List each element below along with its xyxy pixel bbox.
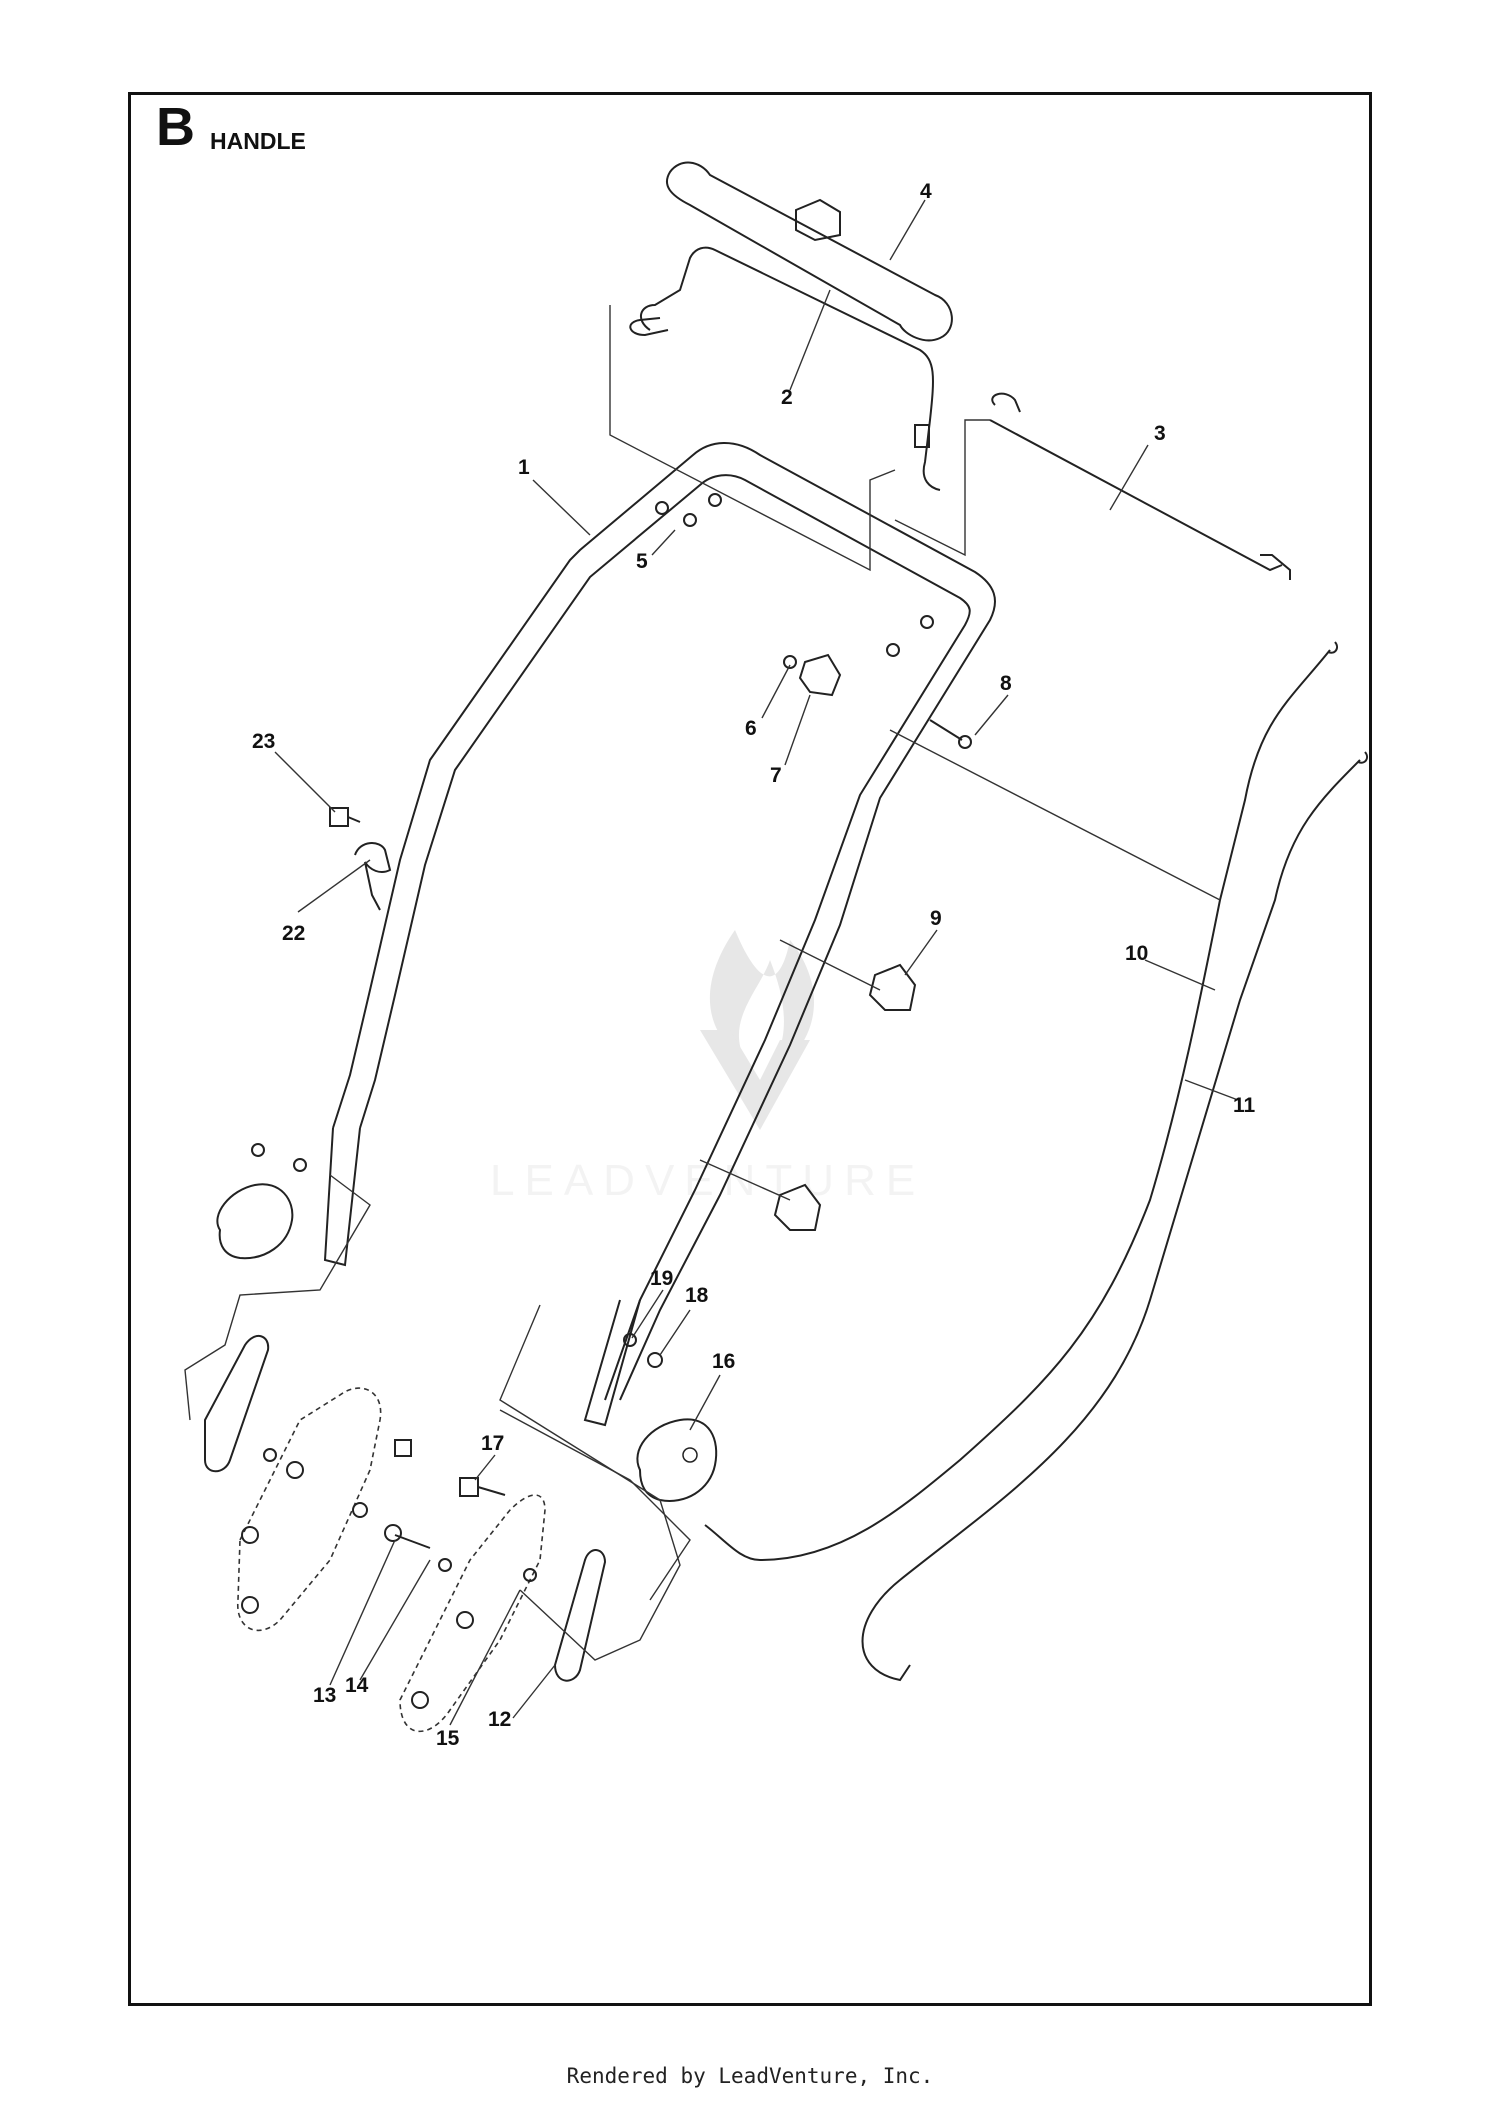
part-9-clip-lower [773, 1183, 822, 1231]
callout-17: 17 [481, 1432, 504, 1455]
callout-labels: 1 2 3 4 5 6 7 8 9 10 11 12 13 14 15 16 1… [252, 180, 1256, 1750]
callout-9: 9 [930, 907, 942, 930]
leadventure-watermark: LEADVENTURE [490, 930, 925, 1205]
callout-16: 16 [712, 1350, 735, 1373]
callout-12: 12 [488, 1708, 511, 1731]
part-9-clip [868, 963, 917, 1011]
part-15-adjuster-plate [399, 1494, 546, 1733]
callout-22: 22 [282, 922, 305, 945]
part-10-cable [704, 641, 1338, 1562]
footer-credit: Rendered by LeadVenture, Inc. [566, 2064, 934, 2088]
section-letter: B [156, 97, 195, 157]
part-12-link-right [553, 1549, 607, 1682]
callout-13: 13 [313, 1684, 336, 1707]
callout-6: 6 [745, 717, 757, 740]
part-12-link-left [204, 1335, 270, 1473]
callout-8: 8 [1000, 672, 1012, 695]
part-16-knob-left [216, 1183, 294, 1260]
leader-lines [274, 199, 1239, 1726]
part-1-handle [323, 442, 996, 1427]
callout-7: 7 [770, 764, 782, 787]
part-14-bolt [384, 1524, 431, 1549]
guide-lines [699, 729, 1221, 1201]
part-11-cable [861, 751, 1368, 1682]
part-3-rod [989, 392, 1291, 580]
callout-10: 10 [1125, 942, 1148, 965]
diagram-frame [128, 92, 1372, 2006]
callout-15: 15 [436, 1727, 460, 1750]
callout-19: 19 [650, 1267, 673, 1290]
part-8-bolt [929, 719, 972, 749]
part-22-cable-guide [354, 842, 392, 911]
part-7-clip [798, 653, 842, 697]
callout-3: 3 [1154, 422, 1166, 445]
callout-11: 11 [1233, 1094, 1256, 1117]
part-23-screw [329, 807, 361, 827]
callout-5: 5 [636, 550, 648, 573]
part-13-adjuster-plate [237, 1387, 382, 1632]
hardware-nuts [251, 493, 934, 1582]
callout-14: 14 [345, 1674, 369, 1697]
section-title: HANDLE [210, 128, 306, 154]
callout-4: 4 [920, 180, 932, 203]
callout-18: 18 [685, 1284, 709, 1307]
part-16-knob-right [636, 1418, 718, 1502]
watermark-text: LEADVENTURE [490, 1156, 925, 1205]
callout-1: 1 [518, 456, 530, 479]
part-4-grip [665, 161, 953, 342]
callout-2: 2 [781, 386, 793, 409]
part-17-bolt [459, 1477, 506, 1497]
assembly-boxes [184, 305, 990, 1661]
callout-23: 23 [252, 730, 275, 753]
part-2-bail [629, 246, 941, 491]
